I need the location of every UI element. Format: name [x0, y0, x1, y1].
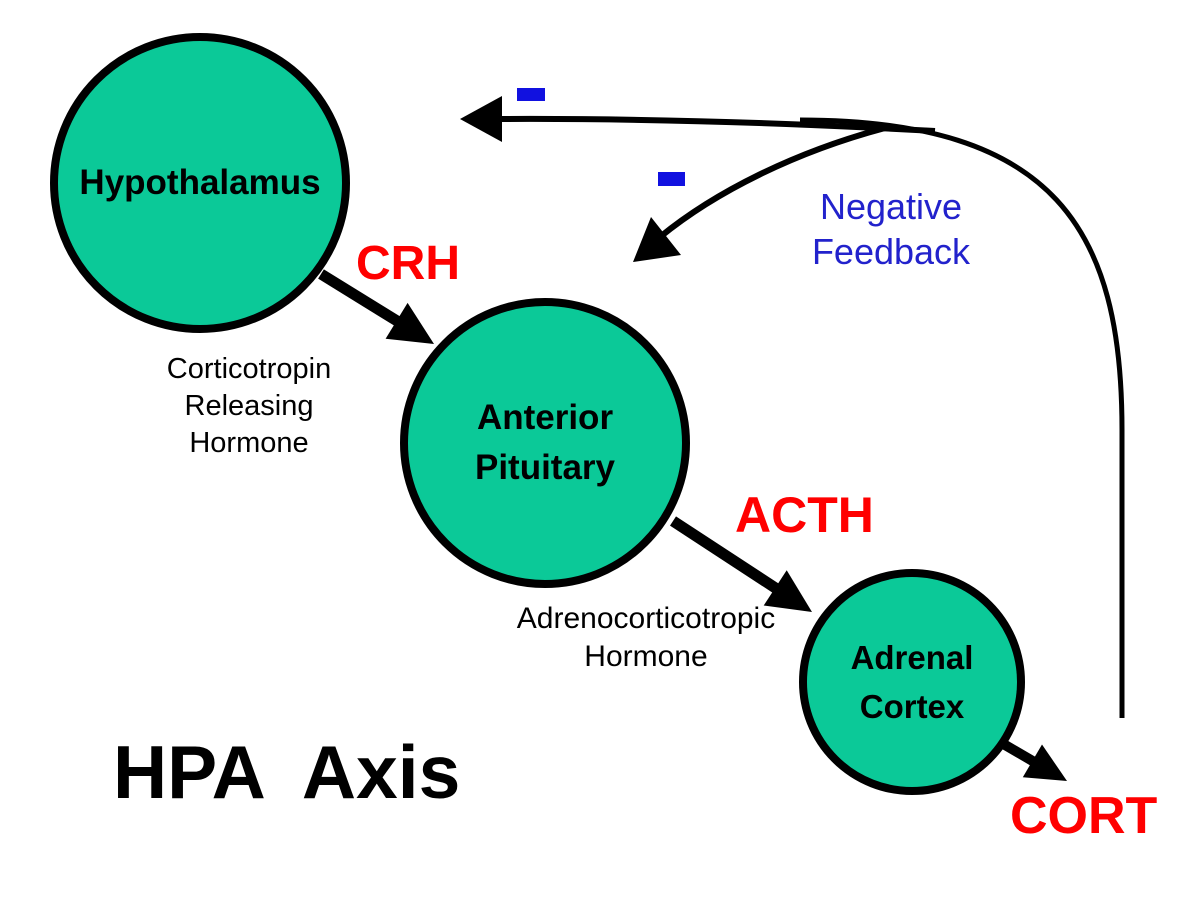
feedback-branch-pituitary-arrowhead-icon	[633, 217, 681, 262]
crh-arrow-line	[318, 269, 405, 329]
feedback-branch-pituitary-line	[658, 125, 886, 240]
acth-full-name-line2: Hormone	[584, 640, 708, 673]
hypothalamus-label: Hypothalamus	[50, 33, 350, 333]
acth-arrowhead-icon	[763, 570, 812, 612]
hypothalamus-label-text: Hypothalamus	[79, 163, 321, 202]
feedback-branch-hypothalamus-line	[501, 115, 936, 134]
cort-label: CORT	[1010, 787, 1158, 845]
feedback-branch-hypothalamus-arrowhead-icon	[460, 96, 502, 142]
crh-full-name-line3: Hormone	[189, 427, 309, 459]
adrenal-cortex-label-line1: Adrenal	[850, 639, 974, 676]
anterior-pituitary-label: Anterior Pituitary	[400, 298, 690, 588]
cort-arrow-line	[997, 737, 1039, 768]
crh-full-name-line1: Corticotropin	[166, 353, 332, 385]
diagram-title: HPA Axis	[113, 730, 461, 814]
negative-feedback-caption-line2: Feedback	[811, 231, 971, 272]
negative-feedback-caption: Negative Feedback	[781, 184, 1001, 274]
crh-label: CRH	[356, 237, 460, 290]
anterior-pituitary-label-line2: Pituitary	[474, 448, 616, 487]
anterior-pituitary-node	[400, 298, 690, 588]
adrenal-cortex-label-line2: Cortex	[859, 688, 965, 725]
crh-full-name-line2: Releasing	[184, 390, 314, 422]
minus-icon-lower	[658, 172, 685, 186]
acth-full-name-line1: Adrenocorticotropic	[516, 602, 776, 635]
crh-full-name: Corticotropin Releasing Hormone	[129, 351, 369, 462]
adrenal-cortex-label: Adrenal Cortex	[798, 568, 1026, 796]
hypothalamus-node	[50, 33, 350, 333]
minus-icon-top	[517, 88, 545, 101]
acth-full-name: Adrenocorticotropic Hormone	[496, 600, 796, 676]
anterior-pituitary-label-line1: Anterior	[476, 398, 614, 437]
acth-label: ACTH	[735, 487, 874, 543]
negative-feedback-caption-line1: Negative	[819, 186, 963, 227]
cort-arrowhead-icon	[1022, 744, 1067, 781]
acth-arrow-line	[669, 516, 784, 596]
adrenal-cortex-node	[799, 569, 1025, 795]
crh-arrowhead-icon	[385, 302, 434, 344]
